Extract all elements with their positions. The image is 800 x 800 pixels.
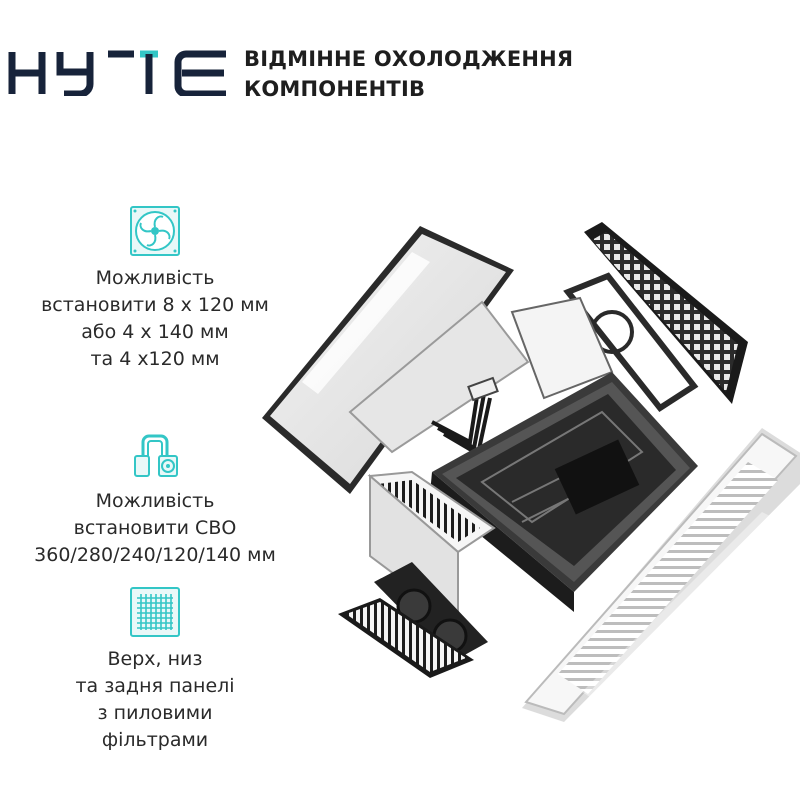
feature-line: та 4 х120 мм (90, 348, 220, 370)
feature-line: або 4 х 140 мм (81, 321, 229, 343)
chassis-frame (430, 296, 698, 612)
feature-line: 360/280/240/120/140 мм (34, 544, 276, 566)
exploded-pc-case-illustration (262, 222, 800, 722)
feature-line: та задня панелі (75, 675, 235, 697)
dust-filter-icon (130, 587, 180, 637)
feature-line: Можливість (95, 490, 215, 512)
feature-line: Верх, низ (107, 648, 203, 670)
bottom-dust-filter (338, 598, 474, 678)
feature-line: встановити СВО (73, 517, 237, 539)
tagline: ВІДМІННЕ ОХОЛОДЖЕННЯ КОМПОНЕНТІВ (244, 44, 573, 104)
feature-line: Можливість (95, 267, 215, 289)
inner-glass-panel (348, 300, 530, 454)
glass-side-panel (262, 226, 514, 494)
feature-line: з пиловими (97, 702, 213, 724)
feature-liquid-cooling: Можливість встановити СВО 360/280/240/12… (0, 428, 310, 569)
feature-dust-filters: Верх, низ та задня панелі з пиловими філ… (0, 586, 310, 754)
feature-line: фільтрами (101, 729, 209, 751)
tagline-line-1: ВІДМІННЕ ОХОЛОДЖЕННЯ (244, 47, 574, 71)
fan-icon (130, 206, 180, 256)
tagline-line-2: КОМПОНЕНТІВ (244, 77, 426, 101)
liquid-cooling-icon (134, 434, 178, 477)
hyte-logo (8, 50, 226, 96)
feature-fans: Можливість встановити 8 х 120 мм або 4 х… (0, 205, 310, 373)
feature-line: встановити 8 х 120 мм (41, 294, 269, 316)
vented-side-panel (522, 428, 800, 722)
top-mesh-filter (584, 222, 748, 404)
